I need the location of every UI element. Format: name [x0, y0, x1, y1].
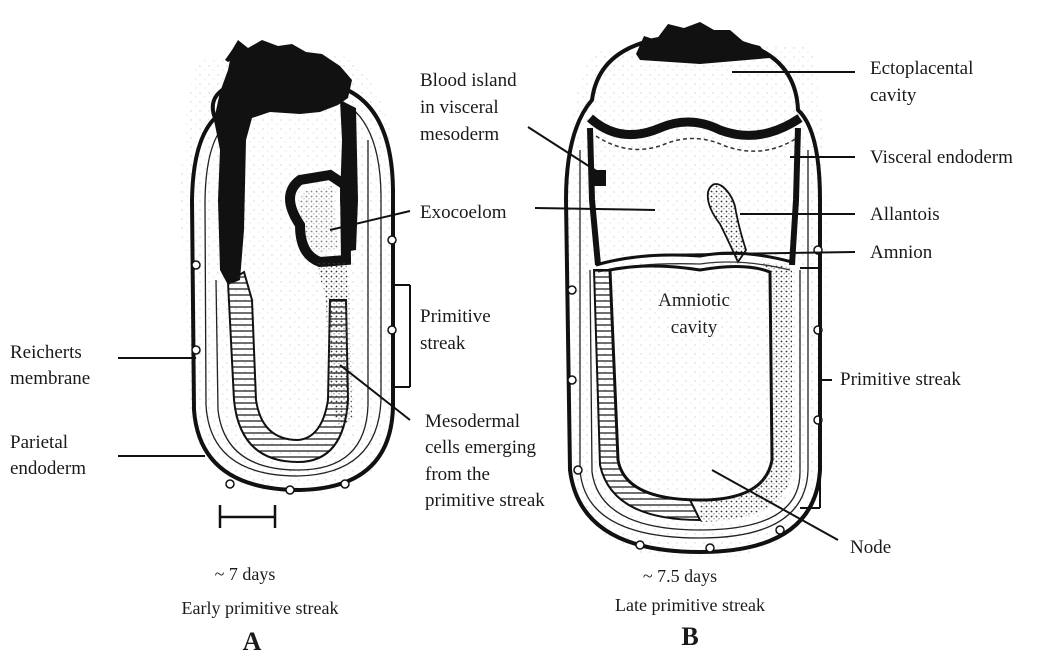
label-primitive-streak-a-2: streak: [420, 333, 466, 354]
label-node: Node: [850, 537, 891, 558]
label-parietal-2: endoderm: [10, 458, 86, 479]
label-blood-island-3: mesoderm: [420, 124, 499, 145]
label-visceral-endoderm: Visceral endoderm: [870, 147, 1013, 168]
label-primitive-streak-b: Primitive streak: [840, 369, 961, 390]
label-amniotic-2: cavity: [671, 317, 718, 338]
label-primitive-streak-a-1: Primitive: [420, 306, 491, 327]
label-mesodermal-4: primitive streak: [425, 490, 545, 511]
label-mesodermal-2: cells emerging: [425, 437, 536, 458]
embryo-b-blood-island: [594, 170, 606, 186]
panel-b-age: ~ 7.5 days: [643, 566, 717, 586]
label-allantois: Allantois: [870, 204, 940, 225]
label-blood-island-2: in visceral: [420, 97, 499, 118]
scale-bar: [220, 505, 275, 528]
label-mesodermal-3: from the: [425, 464, 490, 485]
embryo-a: [180, 40, 396, 495]
label-parietal-1: Parietal: [10, 432, 68, 453]
label-ectoplacental-2: cavity: [870, 85, 917, 106]
label-exocoelom: Exocoelom: [420, 202, 507, 223]
embryo-b-ectoplacental-cone: [636, 22, 770, 64]
panel-b-stage: Late primitive streak: [615, 595, 765, 615]
panel-a-stage: Early primitive streak: [182, 598, 339, 618]
label-ectoplacental-1: Ectoplacental: [870, 58, 973, 79]
label-reicherts-1: Reicherts: [10, 342, 82, 363]
panel-a-letter: A: [243, 627, 262, 656]
panel-a-age: ~ 7 days: [215, 564, 276, 584]
label-amniotic-1: Amniotic: [658, 290, 730, 311]
label-reicherts-2: membrane: [10, 368, 90, 389]
panel-b-letter: B: [681, 622, 698, 651]
label-mesodermal-1: Mesodermal: [425, 411, 520, 432]
label-amnion: Amnion: [870, 242, 933, 263]
label-blood-island-1: Blood island: [420, 70, 517, 91]
